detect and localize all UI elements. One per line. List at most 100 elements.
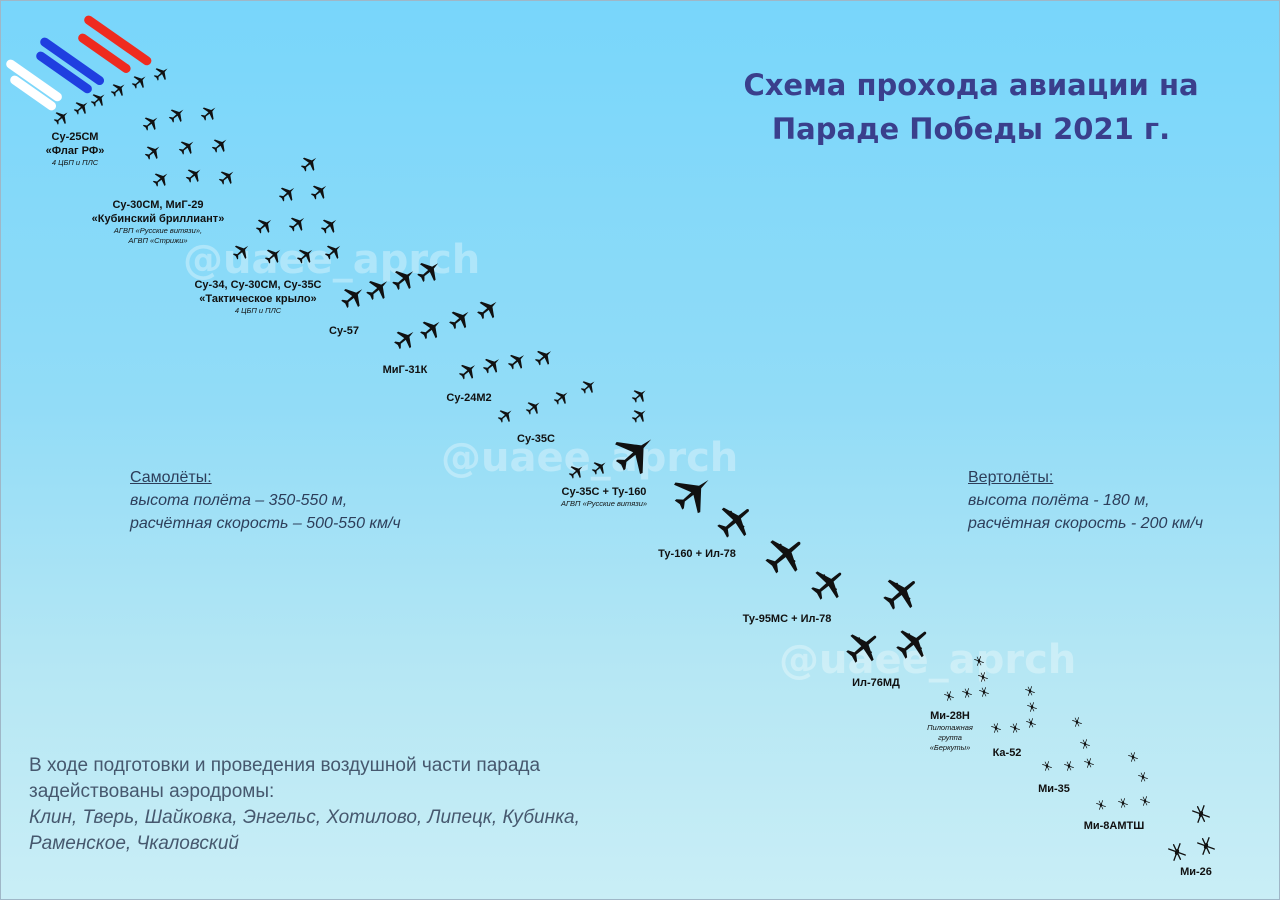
watermark: @uaee_aprch (183, 237, 481, 283)
helicopter-icon (1081, 755, 1096, 770)
helicopter-icon (941, 688, 956, 703)
group-label-kub-brilliant: Су-30СМ, МиГ-29«Кубинский бриллиант»АГВП… (91, 199, 225, 245)
helicopter-icon (1125, 749, 1140, 764)
helicopter-icon (1192, 832, 1220, 860)
helicopter-icon (976, 684, 991, 699)
fighter-jet-icon (214, 164, 239, 189)
group-label-ka52: Ка-52 (992, 747, 1022, 759)
helicopter-icon (971, 653, 986, 668)
fighter-jet-icon (274, 180, 301, 207)
fighter-jet-icon (207, 132, 232, 157)
fighter-jet-icon (471, 292, 505, 326)
fighter-jet-icon (549, 385, 573, 409)
group-label-mi8: Ми-8АМТШ (1083, 820, 1145, 832)
fighter-jet-icon (627, 383, 651, 407)
fighter-jet-icon (164, 102, 189, 127)
helicopter-icon (959, 685, 974, 700)
fighter-jet-icon (69, 95, 93, 119)
fighter-jet-icon (127, 69, 151, 93)
fighter-jet-icon (140, 139, 165, 164)
bomber-icon (663, 463, 722, 522)
group-label-su24: Су-24М2 (446, 392, 492, 404)
planes-info: Самолёты: высота полёта – 350-550 м, рас… (130, 466, 401, 535)
heli-info: Вертолёты: высота полёта - 180 м, расчёт… (968, 466, 1203, 535)
fighter-jet-icon (292, 242, 319, 269)
helicopter-icon (1024, 699, 1039, 714)
helicopter-icon (1163, 838, 1191, 866)
fighter-jet-icon (316, 212, 343, 239)
helicopter-icon (1069, 714, 1084, 729)
heli-info-speed: расчётная скорость - 200 км/ч (968, 515, 1204, 532)
fighter-jet-icon (530, 343, 558, 371)
group-label-mig31: МиГ-31К (382, 364, 428, 376)
fighter-jet-icon (627, 403, 651, 427)
heli-info-altitude: высота полёта - 180 м, (968, 492, 1150, 509)
fighter-jet-icon (106, 77, 130, 101)
transport-plane-icon (708, 494, 762, 548)
fighter-jet-icon (386, 261, 423, 298)
transport-plane-icon (888, 618, 939, 669)
planes-info-altitude: высота полёта – 350-550 м, (130, 492, 348, 509)
group-label-tu95-il78: Ту-95МС + Ил-78 (742, 613, 832, 625)
helicopter-icon (1115, 795, 1130, 810)
group-label-su35: Су-35С (517, 433, 555, 445)
fighter-jet-icon (388, 322, 422, 356)
title-line-1: Схема прохода авиации на (743, 68, 1199, 102)
fighter-jet-icon (576, 374, 600, 398)
fighter-jet-icon (49, 105, 73, 129)
fighter-jet-icon (478, 351, 506, 379)
airfields-note: В ходе подготовки и проведения воздушной… (29, 753, 709, 857)
fighter-jet-icon (360, 271, 397, 308)
watermark: @uaee_aprch (441, 435, 739, 481)
fighter-jet-icon (564, 459, 588, 483)
airfields-intro-1: В ходе подготовки и проведения воздушной… (29, 755, 541, 776)
transport-plane-icon (874, 566, 928, 620)
fighter-jet-icon (138, 110, 163, 135)
group-label-su25: Су-25СМ«Флаг РФ»4 ЦБП и ПЛС (45, 131, 105, 167)
group-label-su57: Су-57 (329, 325, 359, 337)
fighter-jet-icon (196, 100, 221, 125)
transport-plane-icon (838, 622, 889, 673)
fighter-jet-icon (503, 347, 531, 375)
helicopter-icon (1061, 758, 1076, 773)
bomber-icon (604, 422, 666, 484)
helicopter-icon (988, 720, 1003, 735)
fighter-jet-icon (493, 403, 517, 427)
helicopter-icon (1022, 683, 1037, 698)
helicopter-icon (1135, 769, 1150, 784)
planes-info-speed: расчётная скорость – 500-550 км/ч (130, 515, 401, 532)
fighter-jet-icon (228, 238, 255, 265)
fighter-jet-icon (454, 357, 482, 385)
transport-plane-icon (755, 525, 814, 584)
fighter-jet-icon (149, 61, 173, 85)
fighter-jet-icon (335, 279, 372, 316)
planes-info-heading: Самолёты: (130, 469, 212, 486)
fighter-jet-icon (260, 242, 287, 269)
page-title: Схема прохода авиации на Параде Победы 2… (691, 63, 1251, 151)
fighter-jet-icon (174, 134, 199, 159)
group-label-mi26: Ми-26 (1180, 866, 1212, 878)
fighter-jet-icon (587, 455, 611, 479)
helicopter-icon (1093, 797, 1108, 812)
title-line-2: Параде Победы 2021 г. (771, 112, 1171, 146)
group-label-il76: Ил-76МД (852, 677, 900, 689)
airfields-list-1: Клин, Тверь, Шайковка, Энгельс, Хотилово… (29, 807, 580, 828)
helicopter-icon (1187, 800, 1215, 828)
fighter-jet-icon (306, 178, 333, 205)
group-label-tu160-il78: Ту-160 + Ил-78 (658, 548, 736, 560)
helicopter-icon (1039, 758, 1054, 773)
fighter-jet-icon (411, 253, 448, 290)
helicopter-icon (1007, 720, 1022, 735)
helicopter-icon (1137, 793, 1152, 808)
watermark: @uaee_aprch (779, 637, 1077, 683)
helicopter-icon (975, 669, 990, 684)
transport-plane-icon (803, 559, 854, 610)
fighter-jet-icon (414, 312, 448, 346)
fighter-jet-icon (320, 238, 347, 265)
fighter-jet-icon (284, 210, 311, 237)
fighter-jet-icon (181, 162, 206, 187)
group-label-tactical-wing: Су-34, Су-30СМ, Су-35С«Тактическое крыло… (194, 279, 322, 315)
